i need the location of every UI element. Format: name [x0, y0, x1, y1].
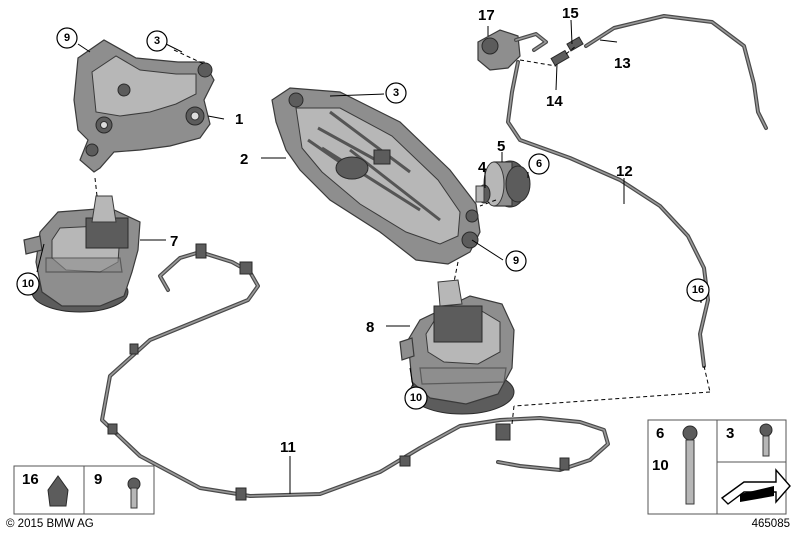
callout-3-carrier: 3 — [385, 82, 407, 104]
callout-17: 17 — [478, 7, 495, 24]
callout-1: 1 — [235, 111, 243, 128]
legend-left-9: 9 — [94, 471, 102, 488]
callout-3-upper: 3 — [146, 30, 168, 52]
callout-4: 4 — [478, 159, 487, 176]
legend-labels: 16 9 6 10 3 — [22, 425, 734, 488]
legend-box-right — [647, 419, 791, 515]
circled-callouts: 9 3 3 6 9 10 10 16 — [16, 27, 710, 410]
callout-11: 11 — [280, 439, 296, 456]
valve-assembly — [477, 29, 584, 71]
engine-mount-right — [399, 279, 515, 415]
callout-15: 15 — [562, 5, 579, 22]
leader-lines — [36, 19, 711, 494]
callout-16: 16 — [686, 278, 710, 302]
legend-right-6: 6 — [656, 425, 664, 442]
svg-text:9: 9 — [513, 255, 519, 267]
callout-12: 12 — [616, 163, 633, 180]
callout-9-upper: 9 — [56, 27, 78, 49]
legend-right-10: 10 — [652, 457, 669, 474]
engine-mount-left — [23, 195, 141, 313]
svg-text:16: 16 — [692, 284, 704, 296]
callout-10-center: 10 — [404, 386, 428, 410]
copyright-notice: © 2015 BMW AG — [6, 518, 94, 530]
callout-7: 7 — [170, 233, 178, 250]
hex-nut — [475, 184, 491, 204]
svg-text:3: 3 — [154, 35, 160, 47]
svg-text:10: 10 — [410, 392, 422, 404]
svg-text:6: 6 — [536, 158, 542, 170]
callout-8: 8 — [366, 319, 374, 336]
svg-text:9: 9 — [64, 32, 70, 44]
callout-2: 2 — [240, 151, 248, 168]
diagram-id: 465085 — [751, 518, 790, 530]
vacuum-hose-upper — [584, 14, 768, 130]
callout-10-left: 10 — [16, 272, 40, 296]
callout-5: 5 — [497, 138, 505, 155]
svg-text:10: 10 — [22, 278, 34, 290]
engine-carrier — [271, 87, 481, 265]
vacuum-hose-lower — [100, 243, 610, 501]
callout-9-carrier: 9 — [505, 250, 527, 272]
engine-support-bracket — [73, 39, 215, 173]
callout-13: 13 — [614, 55, 631, 72]
legend-box-left — [13, 465, 155, 515]
legend-left-16: 16 — [22, 471, 39, 488]
callout-14: 14 — [546, 93, 563, 110]
callout-6: 6 — [528, 153, 550, 175]
callout-labels: 1 2 4 5 7 8 11 12 13 14 15 17 — [170, 5, 633, 456]
svg-text:3: 3 — [393, 87, 399, 99]
legend-right-3: 3 — [726, 425, 734, 442]
rubber-mount — [483, 160, 531, 208]
vacuum-hose-right — [506, 60, 710, 368]
